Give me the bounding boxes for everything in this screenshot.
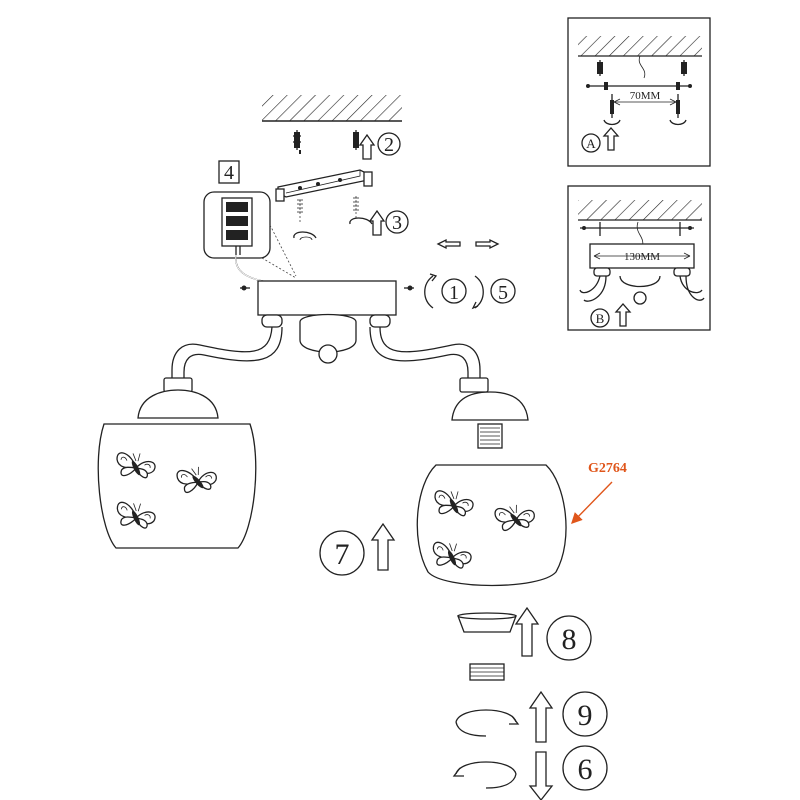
rotate-cw-icon xyxy=(455,709,520,737)
step-8-marker: 8 xyxy=(546,615,592,661)
step-8-label: 8 xyxy=(562,623,577,656)
inset-a-dimension: 70MM xyxy=(630,90,661,102)
inset-b-label: B xyxy=(596,311,605,326)
left-arm xyxy=(163,326,283,393)
left-lamp-holder xyxy=(137,389,219,419)
step-2-label: 2 xyxy=(384,134,394,156)
step-5-label: 5 xyxy=(498,282,508,304)
ceiling xyxy=(262,95,402,122)
left-glass-shade xyxy=(97,423,257,549)
threaded-ring xyxy=(469,663,505,681)
step-6-marker: 6 xyxy=(562,745,608,791)
step-2-marker: 2 xyxy=(377,132,401,156)
step-9-label: 9 xyxy=(578,699,593,732)
right-glass-shade xyxy=(416,464,567,587)
step-5-marker: 5 xyxy=(490,278,516,304)
step-9-arrow-icon xyxy=(528,690,554,743)
step-1-marker: 1 xyxy=(441,278,467,304)
rotate-ccw-icon xyxy=(452,761,517,789)
rotate-ring-icon xyxy=(424,273,484,310)
mounting-bracket xyxy=(275,169,373,202)
step-1-label: 1 xyxy=(449,282,459,304)
inset-a-label: A xyxy=(586,136,596,151)
wall-anchors xyxy=(293,130,359,154)
step-3-marker: 3 xyxy=(385,210,409,234)
fixture-body xyxy=(261,313,391,364)
inset-b-dimension: 130MM xyxy=(624,251,660,263)
right-lamp-holder xyxy=(451,391,529,449)
bracket-screws xyxy=(293,196,373,241)
step-4-marker: 4 xyxy=(218,160,240,184)
canopy xyxy=(240,280,414,316)
inset-b: 130MM B xyxy=(567,185,711,331)
inset-a: 70MM A xyxy=(567,17,711,167)
step-3-label: 3 xyxy=(392,212,402,234)
step-7-label: 7 xyxy=(335,538,350,571)
retaining-ring xyxy=(457,612,517,633)
step-9-marker: 9 xyxy=(562,691,608,737)
step-6-label: 6 xyxy=(578,753,593,786)
step-7-marker: 7 xyxy=(319,530,365,576)
right-arm xyxy=(369,326,489,393)
direction-arrows xyxy=(436,238,500,250)
step-8-arrow-icon xyxy=(514,606,540,657)
product-code-label: G2764 xyxy=(588,461,627,476)
step-7-arrow-icon xyxy=(370,522,396,571)
step-6-arrow-icon xyxy=(528,751,554,800)
step-2-arrow-icon xyxy=(359,134,375,160)
product-code-callout: G2764 xyxy=(571,461,627,525)
terminal-block xyxy=(203,191,297,279)
step-4-label: 4 xyxy=(224,162,234,184)
